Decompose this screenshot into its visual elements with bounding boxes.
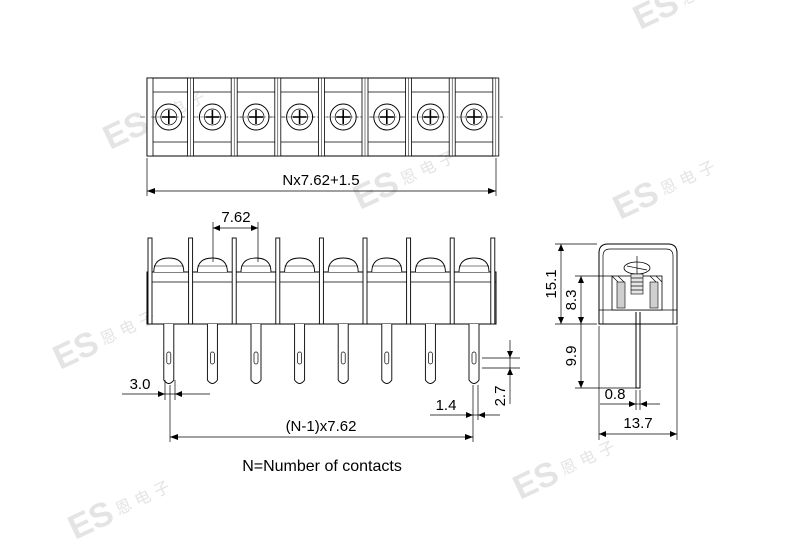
watermark-logo: ES <box>607 174 664 228</box>
front-barrier-post <box>275 237 281 325</box>
pin-length-dimension-label: 9.9 <box>563 346 580 367</box>
pin-thickness-dimension-label: 0.8 <box>605 386 626 403</box>
pin-slot <box>340 351 346 365</box>
pin-slot <box>428 351 433 365</box>
side-view: 15.1 8.3 9.9 0.8 13.7 <box>543 243 678 440</box>
slot-dimension-label: 2.7 <box>492 386 509 407</box>
watermark-logo: ES <box>507 454 564 508</box>
pin-slot <box>166 351 172 365</box>
contacts-note: N=Number of contacts <box>242 458 402 475</box>
front-barrier-post <box>188 237 194 325</box>
screw-dome <box>327 257 359 273</box>
watermark-chinese: 恩 电 子 <box>112 477 173 519</box>
front-view: 7.62 3.0 (N-1)x7.62 1.4 2.7 <box>122 209 520 442</box>
pin-slot <box>471 351 477 365</box>
screw-dome <box>153 257 185 273</box>
screw-dome <box>458 257 490 273</box>
depth-dimension-label: 13.7 <box>623 415 652 432</box>
screw-dome <box>240 257 272 273</box>
front-barrier-post <box>406 237 412 325</box>
pin-slot <box>384 351 390 365</box>
side-housing <box>598 243 678 325</box>
top-view: Nx7.62+1.5 <box>140 77 503 196</box>
watermark-chinese: 恩 电 子 <box>557 437 618 479</box>
front-barrier-post <box>362 237 368 325</box>
front-barrier-post <box>231 237 237 325</box>
front-barrier-group <box>147 237 496 325</box>
offset-dimension-label: 1.4 <box>436 397 457 414</box>
pin-width-dimension-label: 3.0 <box>130 376 151 393</box>
pin-group <box>163 324 480 384</box>
screw-group <box>150 103 492 131</box>
watermark-logo: ES <box>97 104 154 158</box>
height-dimension-label: 15.1 <box>543 269 560 298</box>
watermark-logo: ES <box>62 494 119 546</box>
watermark-chinese: 恩 电 子 <box>677 0 738 9</box>
front-barrier-post <box>449 237 455 325</box>
screw-dome <box>414 257 446 273</box>
screw-dome <box>371 257 403 273</box>
pin-slot <box>253 351 259 365</box>
side-pin <box>635 312 641 389</box>
pitch-dimension-label: 7.62 <box>221 209 250 226</box>
front-barrier-post <box>147 237 153 325</box>
dome-group <box>153 257 490 273</box>
watermark-chinese: 恩 电 子 <box>657 157 718 199</box>
front-barrier-post <box>490 237 496 325</box>
span-dimension-label: (N-1)x7.62 <box>286 418 357 435</box>
body-dimension-label: 8.3 <box>563 290 580 311</box>
pin-slot <box>210 351 215 365</box>
barrier-group <box>146 77 500 157</box>
width-dimension-label: Nx7.62+1.5 <box>282 172 359 189</box>
screw-dome <box>196 257 228 273</box>
pin-slot <box>297 351 302 365</box>
watermark-logo: ES <box>47 324 104 378</box>
watermark-logo: ES <box>627 0 684 37</box>
screw-dome <box>284 257 316 273</box>
front-barrier-post <box>318 237 324 325</box>
